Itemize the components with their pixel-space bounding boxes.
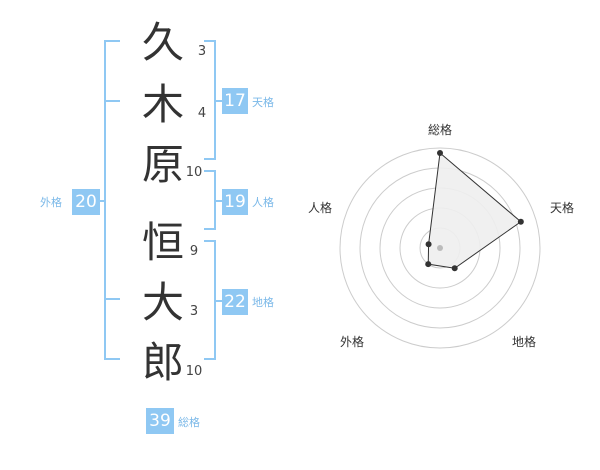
radar-point-1 (437, 150, 443, 156)
chikaku-tick (214, 300, 222, 302)
stroke-count-4: 9 (189, 244, 199, 259)
radar-point-5 (425, 241, 432, 248)
tenkaku-label: 天格 (252, 96, 274, 109)
chikaku-label: 地格 (252, 296, 274, 309)
bracket-tick-2 (104, 298, 120, 300)
tenkaku-badge: 17 (222, 88, 248, 114)
radar-label-gaikaku: 外格 (340, 334, 364, 349)
jinkaku-tick (214, 200, 222, 202)
radar-polygon (427, 152, 522, 269)
stroke-count-1: 3 (197, 44, 207, 59)
radar-chart: 総格 天格 地格 外格 人格 (308, 122, 574, 349)
stroke-count-2: 4 (197, 106, 207, 121)
name-char-5: 大 (141, 278, 184, 327)
name-char-2: 木 (141, 80, 184, 129)
radar-label-jinkaku: 人格 (308, 200, 332, 215)
radar-point-3 (451, 265, 458, 272)
name-char-6: 郎 (141, 338, 184, 387)
gaikaku-badge: 20 (72, 189, 100, 215)
name-char-1: 久 (141, 18, 184, 67)
chikaku-badge: 22 (222, 289, 248, 315)
radar-label-soukaku: 総格 (428, 122, 452, 137)
name-char-3: 原 (141, 140, 184, 189)
gaikaku-bracket (104, 40, 120, 360)
tenkaku-tick (214, 100, 222, 102)
stroke-count-3: 10 (185, 165, 203, 180)
gaikaku-tick (96, 200, 106, 202)
stroke-count-5: 3 (189, 304, 199, 319)
radar-ring-1 (339, 147, 541, 349)
radar-center-dot (437, 245, 443, 251)
radar-point-4 (425, 261, 432, 268)
radar-points (425, 150, 524, 272)
jinkaku-label: 人格 (252, 196, 274, 209)
soukaku-label: 総格 (178, 416, 200, 429)
radar-point-2 (517, 218, 524, 225)
name-char-4: 恒 (141, 218, 184, 267)
jinkaku-badge: 19 (222, 189, 248, 215)
gaikaku-label: 外格 (40, 196, 62, 209)
stroke-count-6: 10 (185, 364, 203, 379)
bracket-tick-1 (104, 100, 120, 102)
soukaku-badge: 39 (146, 408, 174, 434)
radar-label-tenkaku: 天格 (550, 200, 574, 215)
radar-label-chikaku: 地格 (512, 334, 536, 349)
